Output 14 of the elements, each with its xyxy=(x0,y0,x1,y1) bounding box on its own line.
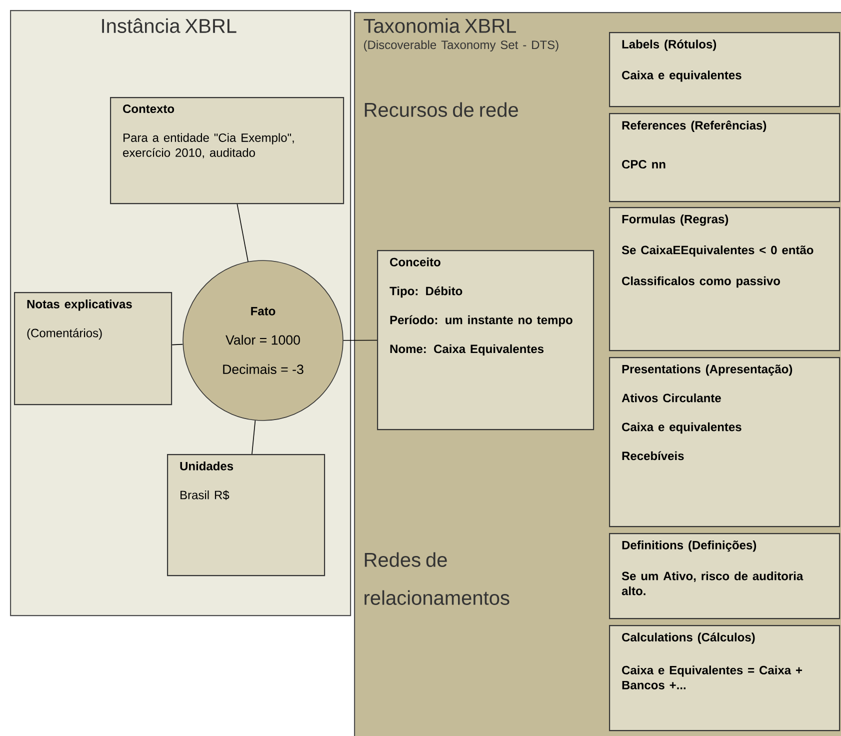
text-box: Unidades Brasil R$ xyxy=(167,454,326,576)
text-box: Presentations (Apresentação) Ativos Circulante Caixa e equivalentes Recebíveis xyxy=(609,357,840,528)
connector-line xyxy=(236,204,248,262)
connector-line xyxy=(252,420,256,454)
text-box: Conceito Tipo: Débito Período: um instante no tempo Nome: Caixa Equivalentes xyxy=(377,250,594,430)
text-box: Notas explicativas (Comentários) xyxy=(14,292,172,406)
connector-line xyxy=(343,340,378,341)
text-box: Labels (Rótulos) Caixa e equivalentes xyxy=(609,32,840,108)
text-box: Contexto Para a entidade "Cia Exemplo", exercício 2010, auditado xyxy=(110,97,344,204)
connector-line xyxy=(172,344,184,346)
text-box: Definitions (Definições) Se um Ativo, risco de auditoria alto. xyxy=(609,533,840,620)
text-box: Calculations (Cálculos) Caixa e Equivalentes = Caixa + Bancos +... xyxy=(609,625,840,732)
text-box: References (Referências) CPC nn xyxy=(609,113,840,202)
text-box: Formulas (Regras) Se CaixaEEquivalentes < 0 então Classificalos como passivo xyxy=(609,207,840,352)
